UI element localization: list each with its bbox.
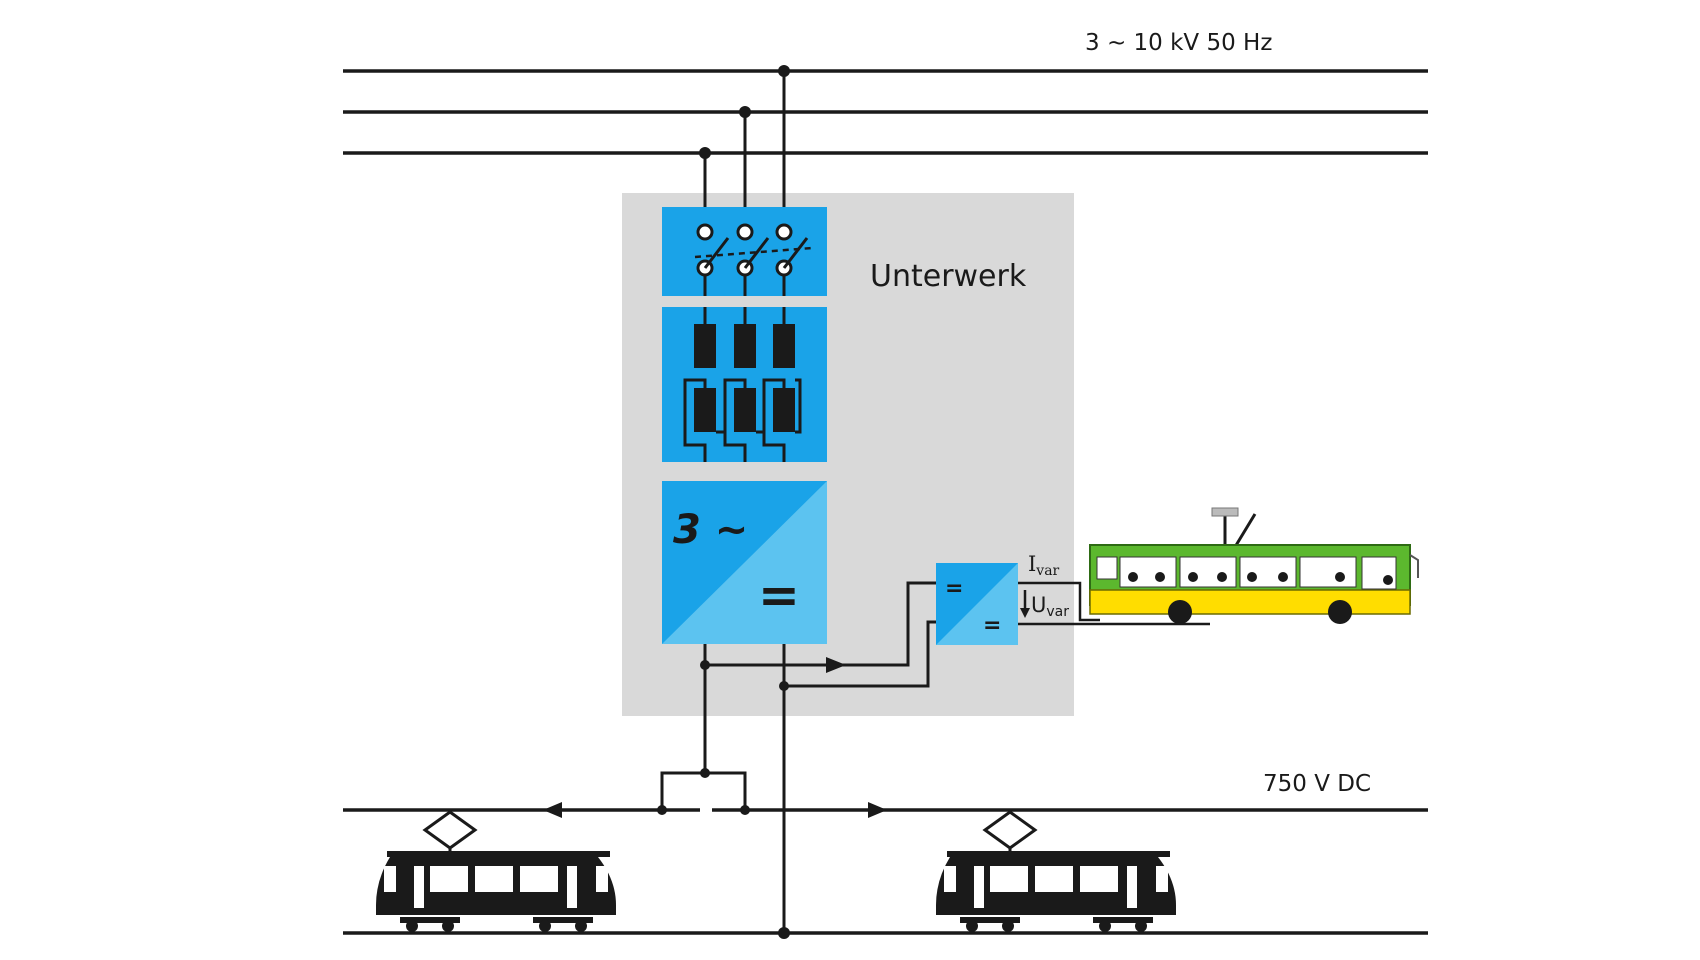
dcdc-input-label: = xyxy=(945,576,963,601)
dcdc-output-label: = xyxy=(983,613,1001,638)
tram-right-icon xyxy=(936,810,1176,932)
dcdc-converter-module: = = xyxy=(936,563,1018,645)
trolleybus-icon xyxy=(1089,507,1419,624)
dc-output-wiring xyxy=(660,581,936,933)
transformer-module xyxy=(662,307,827,462)
rectifier-dc-label: = xyxy=(758,566,800,624)
substation-label: Unterwerk xyxy=(870,259,1027,294)
rectifier-ac-label: 3 ~ xyxy=(673,507,748,553)
flow-arrow-left xyxy=(543,802,562,818)
flow-arrow-to-converter xyxy=(826,657,846,673)
dc-voltage-label: 750 V DC xyxy=(1263,771,1371,797)
voltage-arrow xyxy=(1020,608,1030,618)
three-phase-supply-lines xyxy=(343,69,1428,155)
circuit-breaker-module xyxy=(662,207,827,296)
supply-voltage-label: 3 ~ 10 kV 50 Hz xyxy=(1085,30,1272,56)
current-label: Ivar xyxy=(1028,552,1060,579)
supply-junction-dots xyxy=(699,65,790,159)
flow-arrow-right xyxy=(868,802,887,818)
tram-left-icon xyxy=(376,810,616,932)
voltage-label: Uvar xyxy=(1031,593,1069,620)
rectifier-module: 3 ~ = xyxy=(662,481,827,644)
